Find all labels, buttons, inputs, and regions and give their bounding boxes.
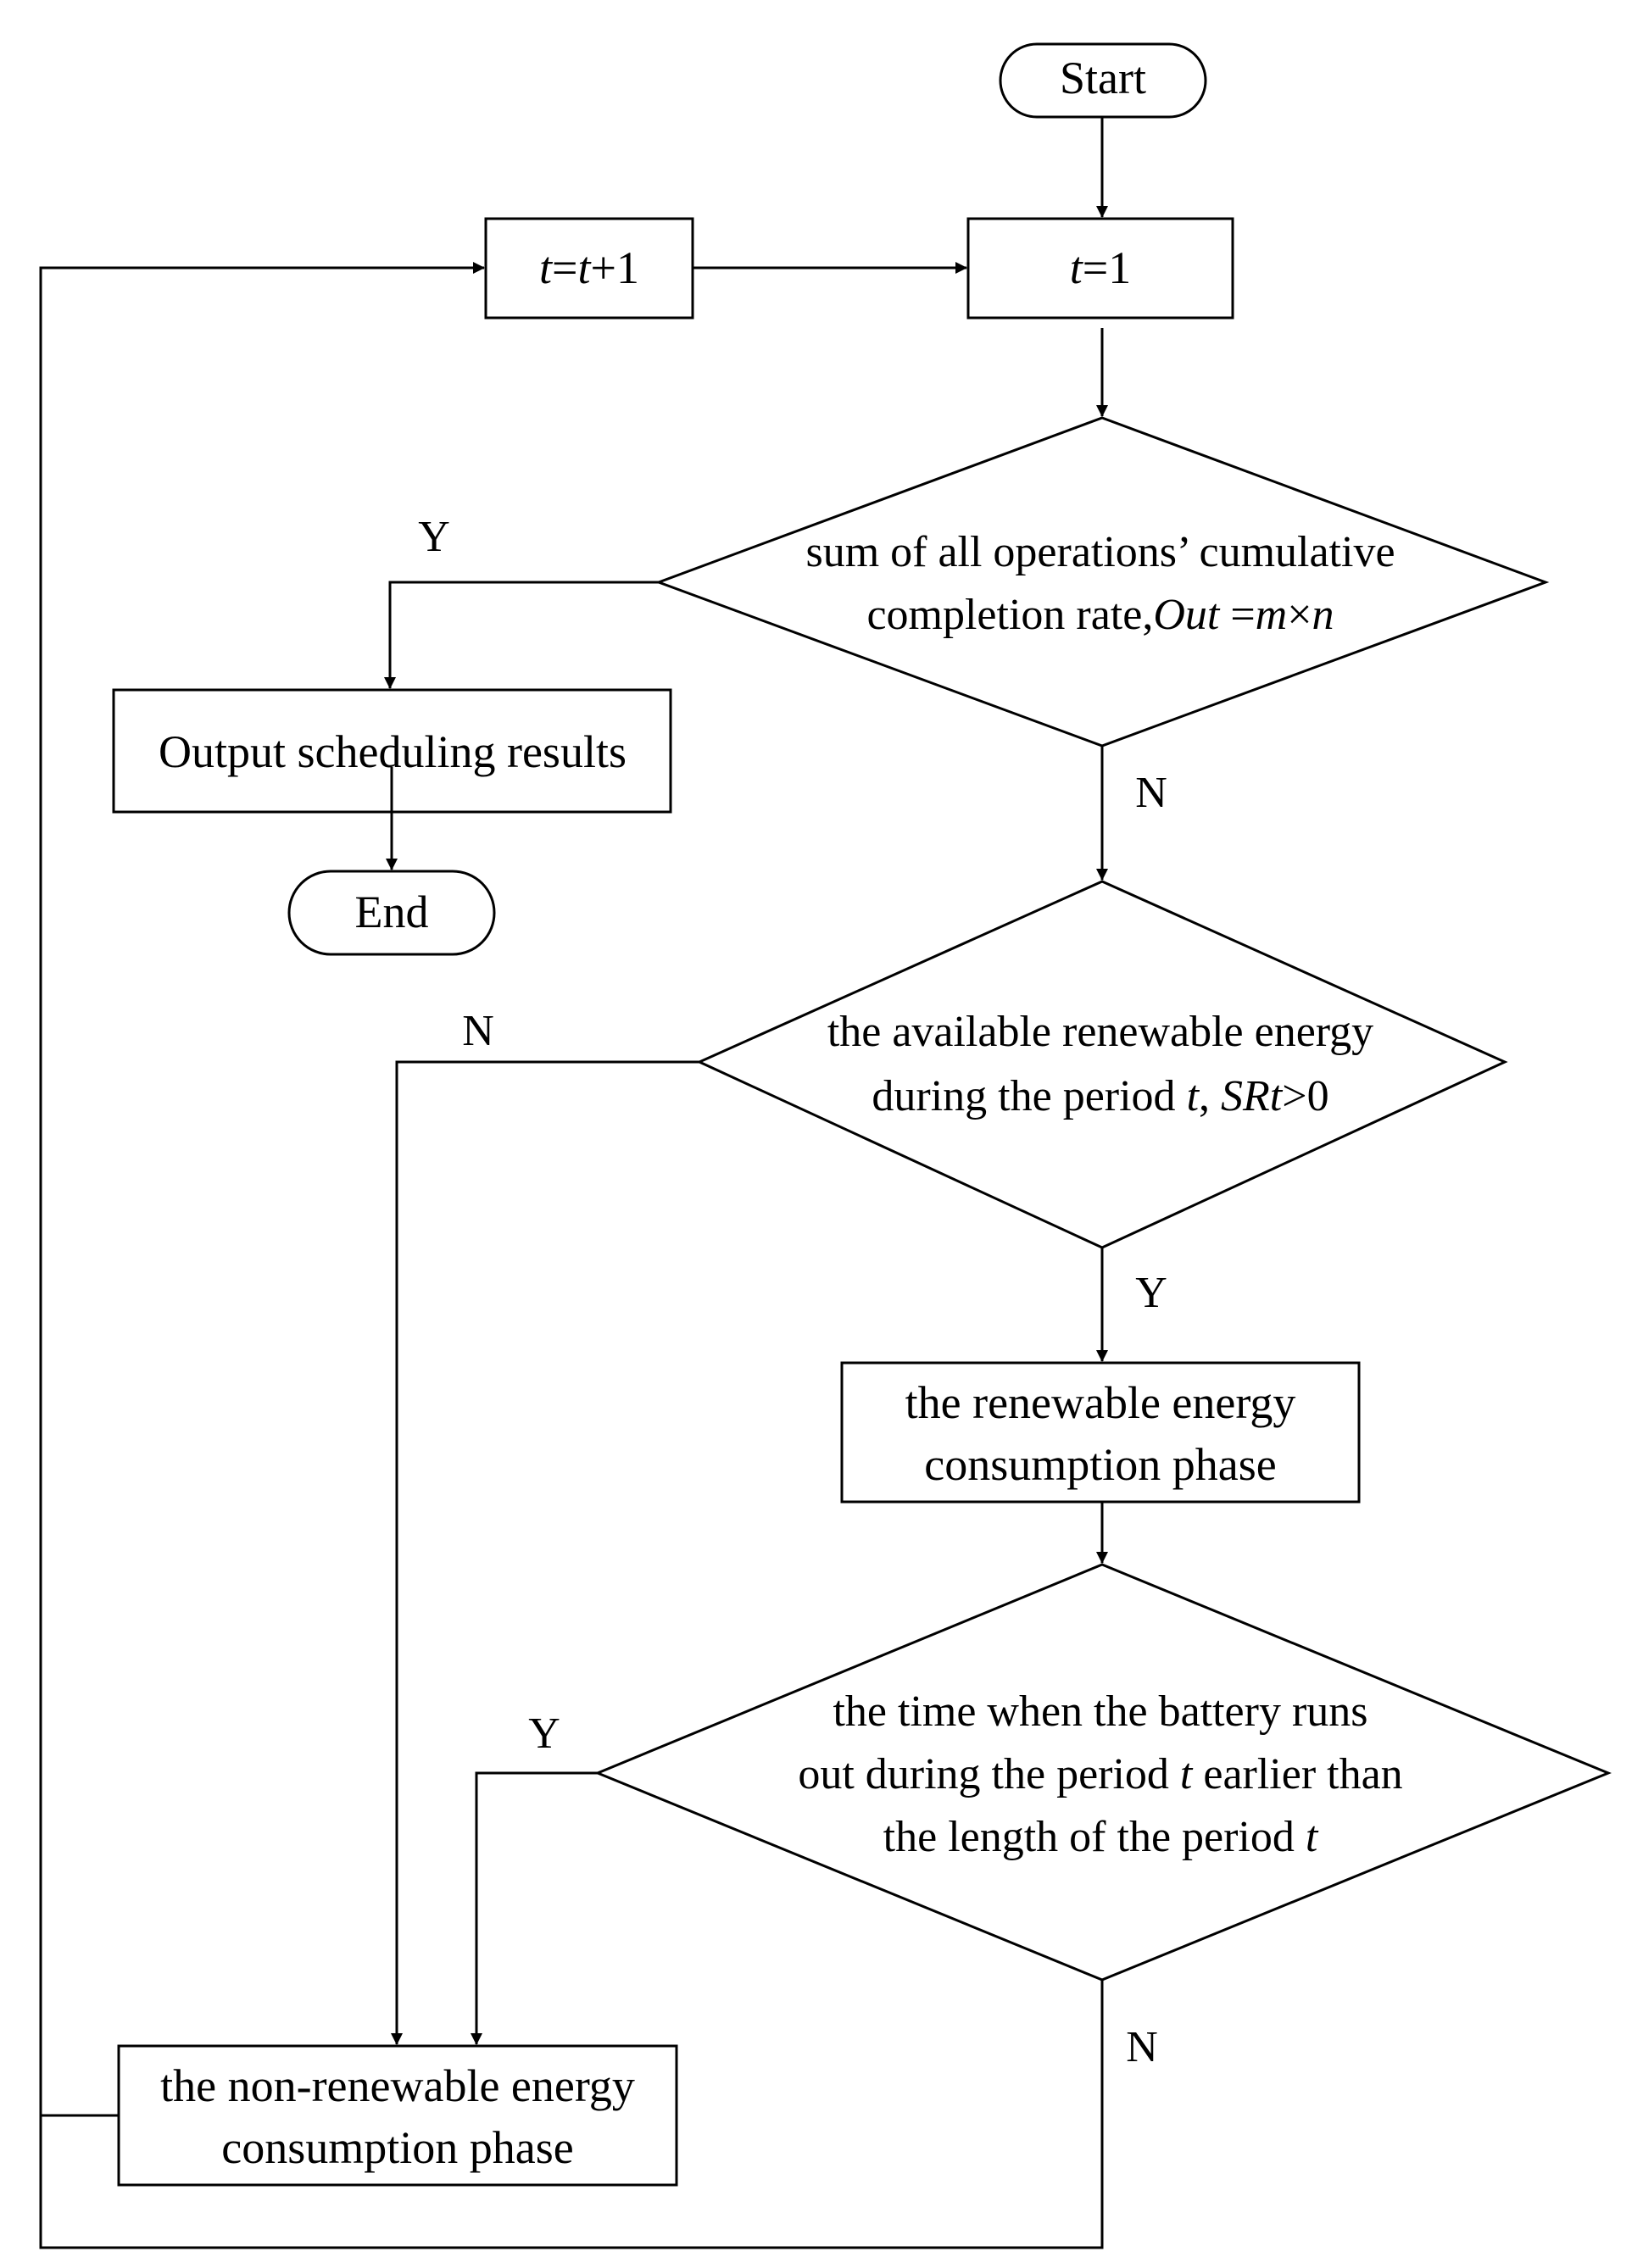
decision-renewable-available [696, 880, 1508, 1249]
label-d3-yes: Y [528, 1709, 560, 1758]
end-label: End [355, 887, 429, 937]
start-label: Start [1060, 53, 1146, 103]
decision-battery-line3: the length of the period t [883, 1813, 1319, 1861]
decision-completion-line2: completion rate,Out =m×n [866, 591, 1334, 639]
init-label: t=1 [1070, 242, 1131, 293]
renewable-phase-box [840, 1361, 1361, 1504]
end-node [287, 870, 496, 956]
decision-battery-line2: out during the period t earlier than [798, 1750, 1402, 1798]
increment-box [484, 217, 694, 320]
decision-completion-line1: sum of all operations’ cumulative [805, 528, 1395, 576]
edge-decision3-yes [471, 1771, 598, 2045]
edge-decision1-yes [384, 581, 659, 689]
nonrenewable-phase-line1: the non-renewable energy [160, 2060, 635, 2111]
label-d1-no: N [1135, 769, 1167, 817]
decision-renewable-line2: during the period t, SRt>0 [872, 1072, 1328, 1120]
decision-completion [654, 416, 1550, 748]
renewable-phase-line2: consumption phase [924, 1439, 1276, 1490]
init-box [966, 217, 1234, 320]
edge-decision2-no [391, 1060, 699, 2045]
decision-renewable-line1: the available renewable energy [827, 1008, 1373, 1056]
label-d1-yes: Y [418, 513, 450, 561]
label-d3-no: N [1126, 2023, 1158, 2071]
edge-decision3-no-loop [39, 262, 1104, 2249]
nonrenewable-phase-box [117, 2044, 678, 2187]
increment-label: t=t+1 [539, 242, 639, 293]
decision-battery-line1: the time when the battery runs [833, 1687, 1367, 1736]
renewable-phase-line1: the renewable energy [905, 1377, 1296, 1428]
label-d2-yes: Y [1135, 1269, 1167, 1317]
nonrenewable-phase-line2: consumption phase [221, 2122, 573, 2173]
label-d2-no: N [462, 1007, 494, 1055]
